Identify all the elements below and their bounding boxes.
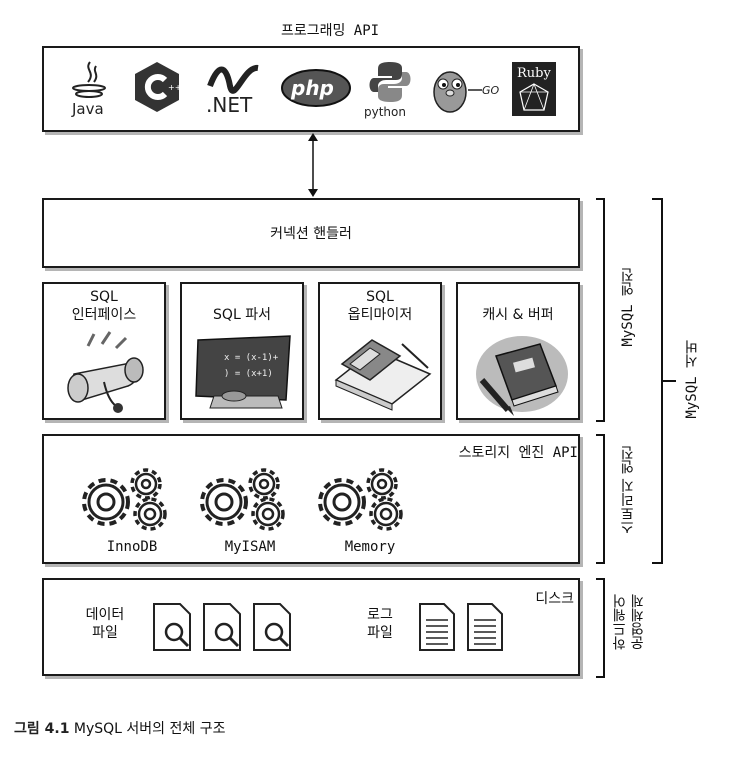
- chalkboard-icon: x = (x-1)+ ) = (x+1): [195, 335, 291, 409]
- cpp-logo-icon: ++: [135, 62, 181, 112]
- sql-optimizer-label-1: SQL: [366, 289, 394, 305]
- log-files-label-2: 파일: [367, 625, 393, 641]
- sql-optimizer-box: SQL 옵티마이저: [318, 282, 442, 420]
- svg-text:GO: GO: [482, 84, 500, 97]
- log-files-label-1: 로그: [367, 607, 393, 623]
- svg-text:python: python: [364, 105, 406, 119]
- disk-box: 디스크 데이터 파일 로그 파일: [42, 578, 580, 676]
- figure-caption: 그림 4.1 MySQL 서버의 전체 구조: [14, 718, 225, 738]
- hardware-label: 하드웨어: [612, 594, 628, 650]
- innodb-gears-icon: [82, 468, 167, 531]
- svg-text:++: ++: [168, 83, 181, 92]
- figure-number: 그림 4.1: [14, 721, 70, 737]
- figure-caption-text: MySQL 서버의 전체 구조: [73, 721, 226, 737]
- mysql-engine-bracket: [596, 198, 605, 422]
- myisam-gears-icon: [200, 468, 285, 531]
- svg-text:Java: Java: [71, 100, 104, 118]
- php-logo-icon: php: [281, 69, 351, 107]
- connection-handler-box: 커넥션 핸들러: [42, 198, 580, 268]
- memory-gears-icon: [318, 468, 403, 531]
- programming-api-title: 프로그래밍 API: [280, 23, 380, 39]
- svg-text:Ruby: Ruby: [517, 66, 551, 81]
- cache-buffer-box: 캐시 & 버퍼: [456, 282, 580, 420]
- myisam-label: MyISAM: [224, 539, 276, 555]
- mysql-server-bracket: [652, 198, 676, 564]
- scroll-icon: [67, 331, 144, 413]
- svg-text:x = (x-1)+: x = (x-1)+: [224, 353, 279, 363]
- notebook-icon: [476, 336, 568, 416]
- storage-engine-box: 스토리지 엔진 API InnoDB: [42, 434, 580, 564]
- go-gopher-icon: GO: [433, 71, 500, 113]
- sql-parser-box: SQL 파서 x = (x-1)+ ) = (x+1): [180, 282, 304, 420]
- sql-interface-label-2: 인터페이스: [71, 307, 137, 323]
- memory-label: Memory: [344, 539, 396, 555]
- data-file-search-icon: [153, 603, 291, 651]
- os-label: 운영체제: [630, 594, 646, 650]
- programming-api-box: Java ++ .NET php python GO Ruby: [42, 46, 580, 132]
- svg-text:.NET: .NET: [206, 93, 253, 117]
- svg-text:) = (x+1): ) = (x+1): [224, 369, 273, 379]
- storage-engine-label: 스토리지 엔진: [620, 446, 636, 535]
- mysql-server-label: MySQL 서버: [684, 340, 700, 419]
- svg-text:php: php: [290, 76, 334, 100]
- calculator-icon: [334, 339, 432, 411]
- sql-interface-box: SQL 인터페이스: [42, 282, 166, 420]
- storage-engine-api-title: 스토리지 엔진 API: [458, 445, 578, 461]
- data-files-label-1: 데이터: [85, 607, 125, 623]
- sql-parser-label: SQL 파서: [213, 307, 271, 323]
- os-hardware-bracket: [596, 578, 605, 678]
- cache-buffer-label: 캐시 & 버퍼: [482, 307, 554, 323]
- java-logo-icon: Java: [71, 61, 106, 118]
- sql-interface-label-1: SQL: [90, 289, 118, 305]
- connection-handler-label: 커넥션 핸들러: [270, 226, 352, 242]
- ruby-logo-icon: Ruby: [512, 62, 556, 116]
- python-logo-icon: python: [364, 62, 411, 119]
- mysql-engine-label: MySQL 엔진: [620, 268, 636, 347]
- log-file-icon: [419, 603, 503, 651]
- storage-engine-bracket: [596, 434, 605, 564]
- innodb-label: InnoDB: [106, 539, 158, 555]
- connection-arrow: [308, 133, 318, 197]
- dotnet-logo-icon: .NET: [206, 65, 259, 117]
- sql-optimizer-label-2: 옵티마이저: [347, 307, 413, 323]
- data-files-label-2: 파일: [92, 625, 118, 641]
- disk-title: 디스크: [535, 591, 574, 607]
